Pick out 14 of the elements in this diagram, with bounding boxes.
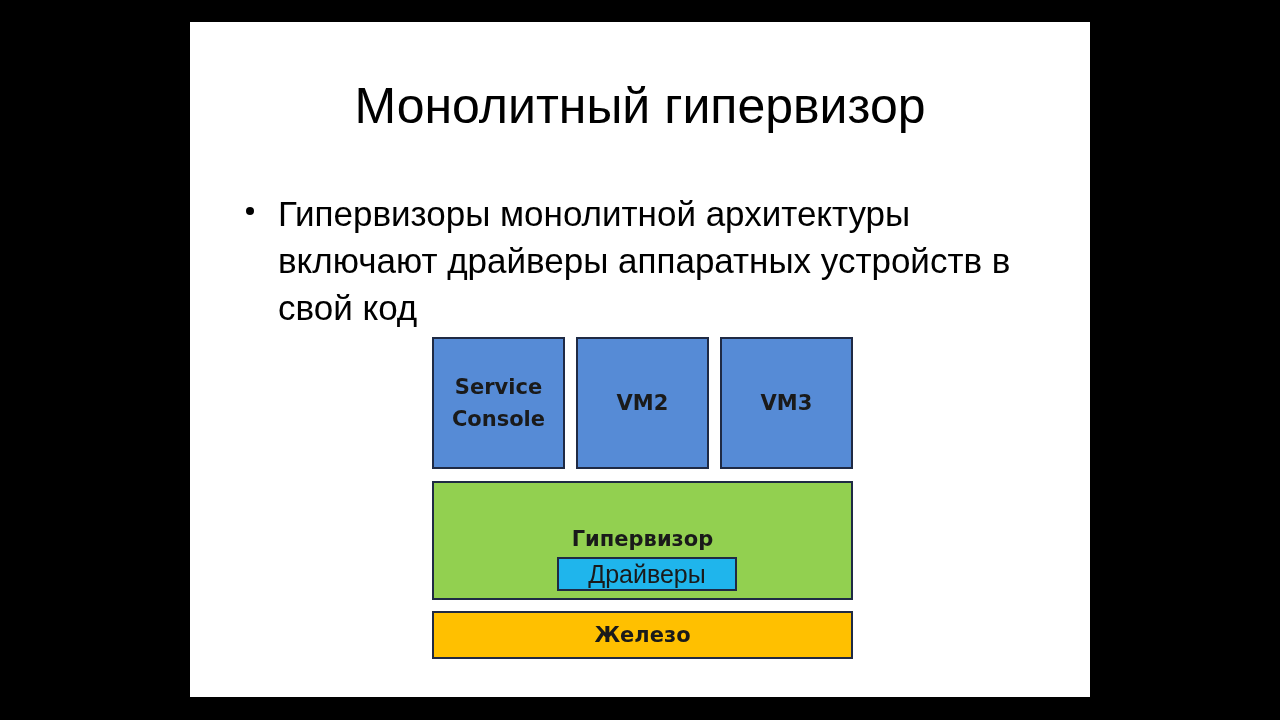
vm-box (576, 337, 709, 469)
vm-box (432, 337, 565, 469)
box-label: Железо (594, 622, 691, 649)
hypervisor-layer (432, 481, 853, 600)
box-label: Гипервизор (571, 526, 714, 553)
box-label: Драйверы (588, 559, 706, 590)
slide-title: Монолитный гипервизор (353, 77, 927, 135)
box-label: VM3 (760, 390, 813, 417)
drivers-box (557, 557, 737, 591)
box-label: Service Console (450, 374, 547, 433)
box-label: VM2 (616, 390, 669, 417)
bullet-text: Гипервизоры монолитной архитектуры включают драйверы аппаратных устройств в свой код (278, 193, 1012, 329)
hardware-layer (432, 611, 853, 659)
vm-box (720, 337, 853, 469)
